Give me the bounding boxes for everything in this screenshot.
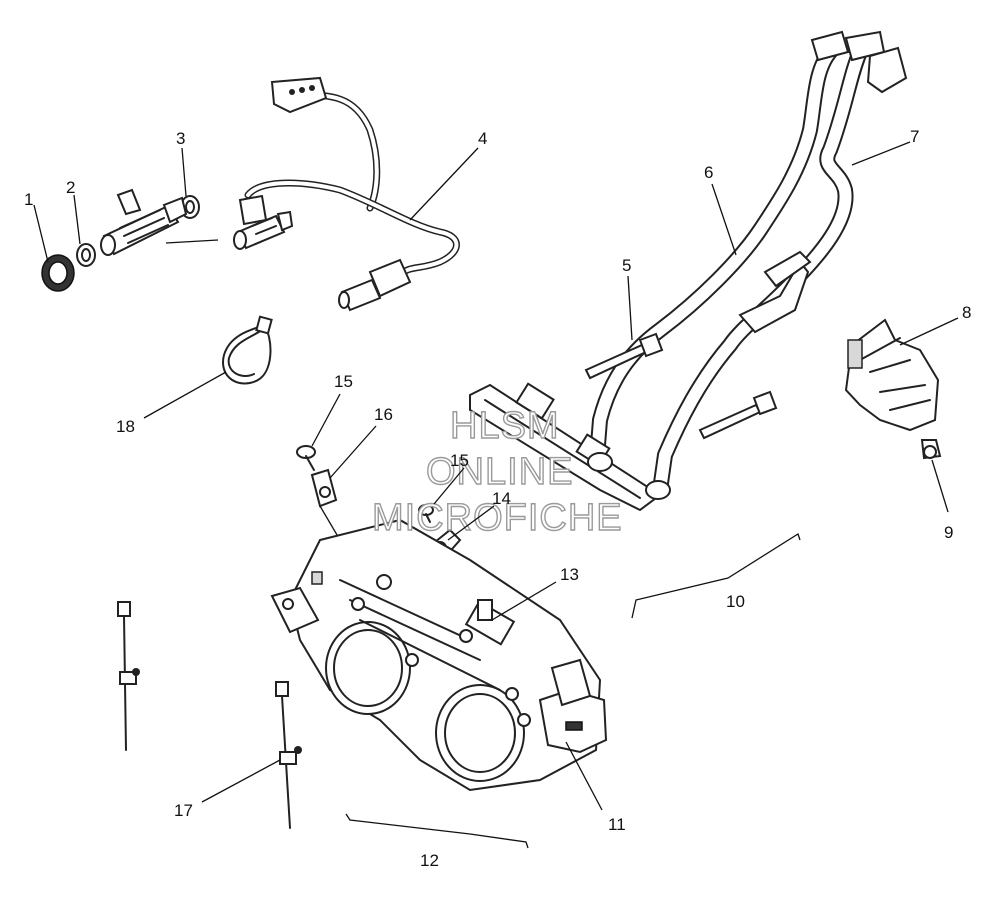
part-8-sensor xyxy=(844,318,940,432)
callout-14: 14 xyxy=(492,489,511,508)
callout-9: 9 xyxy=(944,523,953,542)
part-16-bracket xyxy=(310,468,338,508)
part-9-screw xyxy=(920,439,942,460)
callout-5: 5 xyxy=(622,256,631,275)
callout-3: 3 xyxy=(176,129,185,148)
callout-6: 6 xyxy=(704,163,713,182)
fuel-rail xyxy=(469,382,671,512)
callout-11: 11 xyxy=(608,815,626,834)
callout-13: 13 xyxy=(560,565,579,584)
part-18-band-clamp xyxy=(222,315,273,385)
part-2-o-ring xyxy=(76,243,96,267)
watermark: HLSM ONLINE MICROFICHE xyxy=(371,404,623,539)
callout-12: 12 xyxy=(420,851,439,870)
part-15-screw-a xyxy=(296,445,316,471)
injector-reference-line xyxy=(165,239,219,244)
callout-16: 16 xyxy=(374,405,393,424)
part-11-throttle-position-sensor xyxy=(538,658,608,754)
part-17-cable-tie-a xyxy=(117,601,140,751)
part-12-throttle-body-assembly xyxy=(270,518,602,792)
fuel-injector-exploded xyxy=(100,188,188,256)
part-4-wiring-harness xyxy=(244,76,460,312)
callout-2: 2 xyxy=(66,178,75,197)
callout-17: 17 xyxy=(174,801,193,820)
watermark-line-1: HLSM xyxy=(450,405,560,447)
callout-4: 4 xyxy=(478,129,487,148)
watermark-line-3: MICROFICHE xyxy=(372,497,623,539)
part-13-fitting xyxy=(459,599,493,643)
callout-15-b: 15 xyxy=(450,451,469,470)
leader-lines xyxy=(33,141,959,849)
part-6-7-fuel-hoses xyxy=(590,30,908,498)
callout-8: 8 xyxy=(962,303,971,322)
callout-18: 18 xyxy=(116,417,135,436)
callout-7: 7 xyxy=(910,127,919,146)
fuel-rail-bolt xyxy=(698,390,778,440)
part-1-seal xyxy=(41,254,75,292)
callout-labels: 1 2 3 4 5 6 7 8 9 10 11 12 13 14 15 15 1… xyxy=(24,127,971,870)
part-17-cable-tie-b xyxy=(275,681,302,829)
callout-1: 1 xyxy=(24,190,33,209)
fuel-injector-harness xyxy=(233,194,294,250)
watermark-line-2: ONLINE xyxy=(426,451,573,493)
part-5-bolt xyxy=(584,332,664,380)
callout-10: 10 xyxy=(726,592,745,611)
part-15-screw-b xyxy=(418,504,434,523)
callout-15-a: 15 xyxy=(334,372,353,391)
